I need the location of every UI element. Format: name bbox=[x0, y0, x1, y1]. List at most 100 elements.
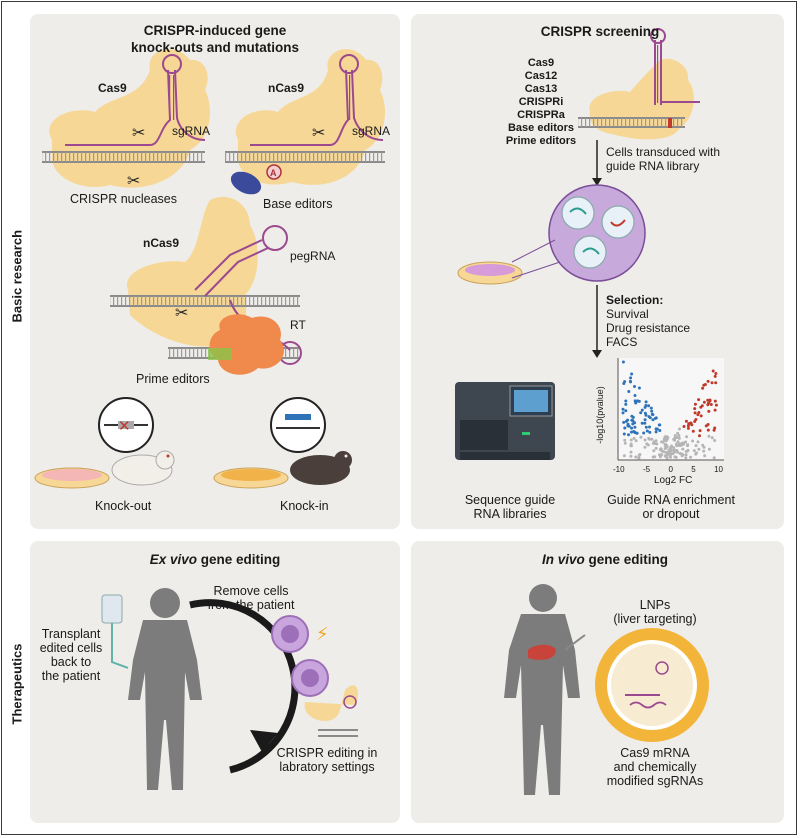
volcano-point bbox=[697, 398, 701, 402]
volcano-point bbox=[695, 451, 698, 455]
volcano-point bbox=[706, 398, 710, 402]
sequence-line-2: RNA libraries bbox=[473, 507, 547, 521]
volcano-point bbox=[647, 415, 651, 419]
label-transplant: Transplant edited cells back to the pati… bbox=[36, 627, 106, 683]
svg-text:✂: ✂ bbox=[175, 305, 188, 322]
volcano-point bbox=[634, 431, 637, 435]
label-pegrna: pegRNA bbox=[290, 249, 336, 263]
svg-text:✕: ✕ bbox=[118, 418, 131, 435]
volcano-point bbox=[691, 439, 695, 443]
cas9-complex: ✂ ✂ bbox=[42, 49, 211, 190]
volcano-point bbox=[629, 454, 633, 458]
volcano-point bbox=[703, 454, 707, 458]
volcano-point bbox=[693, 411, 697, 415]
volcano-point bbox=[631, 422, 635, 426]
volcano-point bbox=[692, 449, 696, 453]
volcano-point bbox=[686, 443, 690, 447]
edited-cells-illustration: ⚡ bbox=[271, 615, 358, 737]
volcano-point bbox=[694, 444, 698, 448]
volcano-point bbox=[629, 444, 633, 448]
volcano-point bbox=[637, 453, 641, 457]
volcano-point bbox=[654, 416, 658, 420]
volcano-point bbox=[713, 408, 717, 412]
label-lab-editing: CRISPR editing in labratory settings bbox=[272, 746, 382, 774]
volcano-point bbox=[713, 399, 717, 403]
label-knock-in: Knock-in bbox=[280, 499, 329, 513]
volcano-tick: -10 bbox=[613, 465, 625, 474]
title-line-2: knock-outs and mutations bbox=[130, 40, 299, 55]
volcano-point bbox=[630, 414, 634, 418]
selection-heading: Selection: bbox=[606, 293, 664, 307]
label-sgrna: sgRNA bbox=[172, 124, 211, 138]
volcano-point bbox=[660, 453, 664, 457]
panel-knockout-title: CRISPR-induced gene knock-outs and mutat… bbox=[120, 22, 310, 56]
volcano-point bbox=[621, 407, 625, 411]
transplant-line: edited cells bbox=[39, 641, 103, 655]
volcano-point bbox=[622, 420, 626, 424]
volcano-point bbox=[630, 418, 634, 422]
volcano-tick-row: -10 -5 0 5 10 bbox=[613, 463, 723, 477]
enrichment-line-1: Guide RNA enrichment bbox=[607, 493, 735, 507]
volcano-point bbox=[657, 423, 661, 427]
ex-vivo-italic: Ex vivo bbox=[149, 552, 197, 567]
label-lnps: LNPs (liver targeting) bbox=[600, 598, 710, 626]
volcano-point bbox=[691, 429, 695, 433]
volcano-point bbox=[665, 456, 669, 460]
volcano-point bbox=[689, 421, 693, 425]
remove-line-2: from the patient bbox=[207, 598, 295, 612]
volcano-point bbox=[684, 453, 688, 457]
volcano-point bbox=[634, 439, 638, 443]
volcano-point bbox=[706, 428, 710, 432]
volcano-point bbox=[633, 385, 636, 388]
remove-line-1: Remove cells bbox=[213, 584, 289, 598]
volcano-ylabel: -log10(pvalue) bbox=[595, 386, 605, 444]
volcano-point bbox=[637, 399, 641, 403]
volcano-point bbox=[640, 408, 644, 412]
selection-block: Selection: Survival Drug resistance FACS bbox=[606, 293, 690, 349]
volcano-point bbox=[645, 429, 649, 433]
svg-text:✂: ✂ bbox=[132, 125, 145, 142]
volcano-point bbox=[651, 413, 655, 417]
volcano-point bbox=[680, 452, 684, 456]
volcano-point bbox=[681, 447, 685, 451]
volcano-point bbox=[627, 433, 630, 437]
volcano-point bbox=[623, 426, 627, 430]
volcano-point bbox=[643, 421, 647, 425]
tool-item: Cas13 bbox=[524, 83, 558, 95]
volcano-point bbox=[623, 438, 627, 442]
patient-figure-invivo bbox=[504, 584, 586, 795]
volcano-point bbox=[633, 394, 637, 397]
cargo-line: Cas9 mRNA bbox=[620, 746, 690, 760]
volcano-point bbox=[686, 448, 690, 452]
volcano-point bbox=[693, 407, 697, 411]
tool-item: Base editors bbox=[507, 122, 575, 134]
label-knock-out: Knock-out bbox=[95, 499, 152, 513]
volcano-point bbox=[672, 437, 676, 441]
volcano-point bbox=[666, 451, 670, 455]
volcano-point bbox=[712, 456, 716, 460]
volcano-point bbox=[677, 436, 681, 440]
volcano-point bbox=[710, 381, 714, 385]
volcano-point bbox=[630, 372, 634, 376]
volcano-point bbox=[713, 374, 717, 378]
volcano-point bbox=[673, 455, 677, 459]
volcano-point bbox=[699, 414, 703, 418]
volcano-point bbox=[658, 453, 661, 457]
volcano-tick: 0 bbox=[668, 465, 673, 474]
volcano-point bbox=[702, 383, 706, 387]
volcano-point bbox=[649, 406, 653, 410]
selection-item: Drug resistance bbox=[606, 321, 691, 335]
volcano-point bbox=[628, 379, 632, 383]
knockout-illustration: ✕ bbox=[34, 397, 175, 489]
volcano-point bbox=[676, 431, 680, 435]
tool-item: Cas9 bbox=[527, 57, 555, 69]
volcano-point bbox=[709, 403, 713, 406]
volcano-point bbox=[671, 452, 675, 456]
svg-text:✂: ✂ bbox=[312, 125, 325, 142]
label-base-letter: A bbox=[270, 168, 277, 178]
label-rt: RT bbox=[290, 318, 306, 332]
volcano-point bbox=[654, 439, 658, 443]
volcano-point bbox=[647, 404, 651, 408]
volcano-point bbox=[643, 445, 647, 449]
volcano-point bbox=[621, 360, 625, 364]
